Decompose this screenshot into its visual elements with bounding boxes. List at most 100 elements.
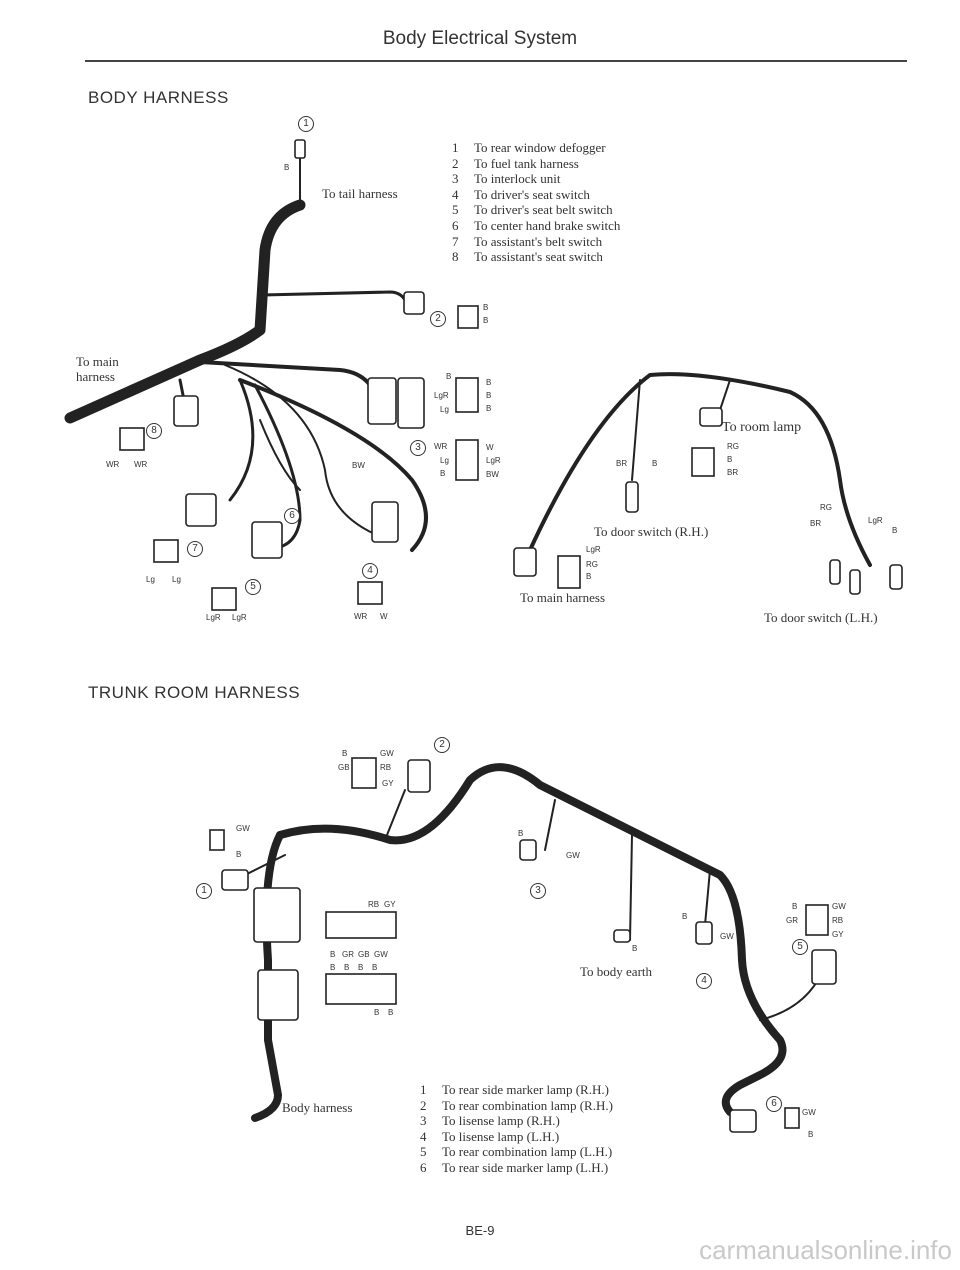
- trunk-callout-3: 3: [530, 883, 546, 899]
- wire-code: B: [486, 391, 492, 400]
- wire-code: LgR: [586, 545, 601, 554]
- wire-code: B: [388, 1008, 394, 1017]
- trunk-harness-trunk: [276, 763, 787, 1116]
- wire-code: GR: [786, 916, 798, 925]
- body-harness-title: BODY HARNESS: [88, 88, 229, 107]
- body-branch-4: [238, 378, 428, 552]
- wire-code: B: [440, 469, 446, 478]
- wire-code: LgR: [434, 391, 449, 400]
- trunk-callout-2: 2: [434, 737, 450, 753]
- wire-code: B: [483, 303, 489, 312]
- trunk-callout-4: 4: [696, 973, 712, 989]
- wire-code: GY: [382, 779, 394, 788]
- wire-code: RG: [820, 503, 832, 512]
- trunk-harness-drop: [251, 831, 284, 1122]
- body-harness-trunk: [64, 199, 306, 424]
- room-lamp-harness: [528, 372, 872, 567]
- wire-code: LgR: [868, 516, 883, 525]
- wire-code: BR: [810, 519, 822, 528]
- trunk-branch-2: [384, 789, 406, 841]
- wire-code: B: [486, 378, 492, 387]
- wire-code: WR: [134, 460, 148, 469]
- wire-code: Lg: [440, 405, 449, 414]
- callout-6: 6: [284, 508, 300, 524]
- wire-code: RB: [380, 763, 392, 772]
- wire-code: GW: [566, 851, 580, 860]
- trunk-callout-1: 1: [196, 883, 212, 899]
- callout-8: 8: [146, 423, 162, 439]
- trunk-callout-5: 5: [792, 939, 808, 955]
- label-body-harness: Body harness: [282, 1100, 353, 1115]
- wire-code: B: [446, 372, 452, 381]
- label-to-door-switch-rh: To door switch (R.H.): [594, 524, 709, 539]
- wire-code: GW: [802, 1108, 816, 1117]
- label-to-room-lamp: To room lamp: [722, 420, 802, 435]
- wire-code: Lg: [172, 575, 181, 584]
- wire-code: Lg: [146, 575, 155, 584]
- watermark: carmanualsonline.info: [699, 1235, 952, 1265]
- trunk-branch-4: [704, 869, 711, 926]
- wire-code: GW: [720, 932, 734, 941]
- wire-code: B: [342, 749, 348, 758]
- wire-code: GW: [236, 824, 250, 833]
- wire-code: B: [727, 455, 733, 464]
- wire-code: GW: [374, 950, 388, 959]
- wire-code: B: [632, 944, 638, 953]
- callout-1: 1: [298, 116, 314, 132]
- trunk-branch-5: [759, 979, 819, 1021]
- door-rh-branch: [631, 379, 641, 481]
- callout-5: 5: [245, 579, 261, 595]
- wire-code: B: [586, 572, 592, 581]
- wire-code: RB: [832, 916, 844, 925]
- room-lamp-branch: [719, 379, 731, 411]
- label-to-main-harness-right: To main harness: [520, 590, 606, 605]
- wire-code: B: [330, 950, 336, 959]
- body-branch-bw: [259, 419, 301, 491]
- wire-code: LgR: [232, 613, 247, 622]
- wire-code: GW: [832, 902, 846, 911]
- wire-code: B: [330, 963, 336, 972]
- wire-code: B: [483, 316, 489, 325]
- body-branch-6: [253, 383, 302, 550]
- trunk-callout-6: 6: [766, 1096, 782, 1112]
- label-to-tail-harness: To tail harness: [322, 186, 398, 201]
- wire-code: B: [486, 404, 492, 413]
- wire-code: LgR: [206, 613, 221, 622]
- wire-code: GY: [832, 930, 844, 939]
- wire-code: B: [892, 526, 898, 535]
- wire-code: RG: [727, 442, 739, 451]
- wire-code: B: [372, 963, 378, 972]
- trunk-branch-earth: [629, 834, 633, 941]
- wire-code: B: [236, 850, 242, 859]
- wire-code: GB: [358, 950, 370, 959]
- wire-code: WR: [434, 442, 448, 451]
- wire-code: BW: [352, 461, 365, 470]
- wire-code: B: [344, 963, 350, 972]
- wire-code: GB: [338, 763, 350, 772]
- trunk-branch-3: [544, 799, 556, 851]
- wire-code: WR: [106, 460, 120, 469]
- callout-7: 7: [187, 541, 203, 557]
- wire-code: GW: [380, 749, 394, 758]
- wire-code: GY: [384, 900, 396, 909]
- wire-code: B: [518, 829, 524, 838]
- wire-code: W: [486, 443, 494, 452]
- wire-code: BW: [486, 470, 499, 479]
- body-branch-center: [224, 364, 391, 541]
- wire-code: B: [808, 1130, 814, 1139]
- wire-code: GR: [342, 950, 354, 959]
